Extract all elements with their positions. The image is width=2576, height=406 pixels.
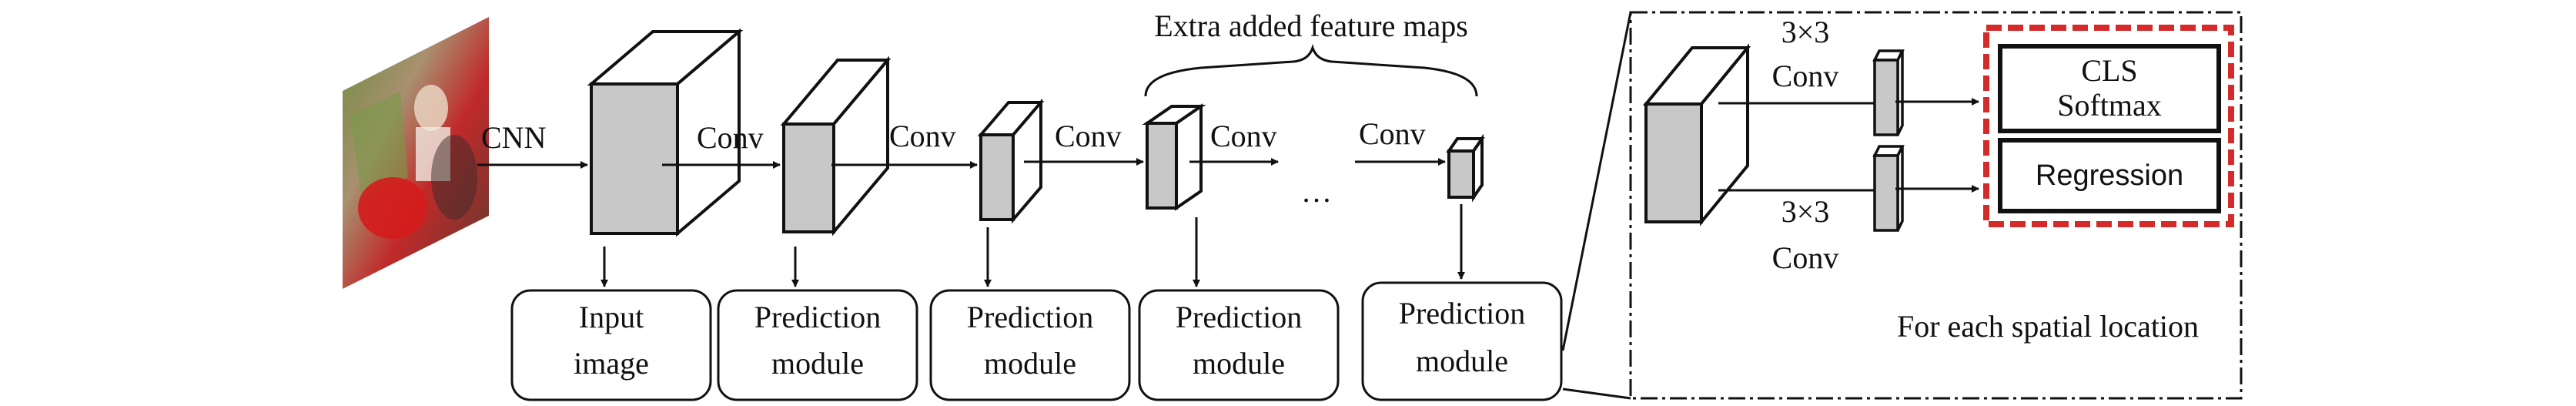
module-label-line2: module (771, 346, 864, 381)
edge-label-conv3: Conv (1055, 119, 1122, 153)
extra-maps-brace (1144, 43, 1478, 97)
edge-label-cnn: CNN (481, 120, 546, 155)
output-highlight-box (1983, 25, 2234, 227)
feature-map-1 (587, 28, 744, 237)
module-box-prediction-2: Prediction module (929, 289, 1131, 401)
feature-map-4 (1142, 103, 1206, 211)
module-label-line1: Prediction (754, 300, 881, 334)
detail-caption: For each spatial location (1897, 309, 2199, 344)
extra-maps-title: Extra added feature maps (1154, 8, 1468, 43)
detail-conv-output-top (1872, 49, 1905, 136)
module-box-input: Input image (510, 289, 712, 401)
top-conv-label: Conv (1772, 59, 1839, 93)
edge-label-conv1: Conv (697, 120, 764, 155)
bottom-conv-kernel-label: 3×3 (1781, 194, 1830, 229)
detail-panel (1629, 11, 2243, 400)
module-box-prediction-1: Prediction module (717, 289, 918, 401)
cls-label: CLS (2081, 53, 2137, 88)
module-box-prediction-4: Prediction module (1361, 281, 1563, 401)
module-label-line2: module (1416, 344, 1508, 378)
regression-label: Regression (2036, 159, 2183, 192)
module-label-line2: module (1193, 346, 1285, 381)
zoom-lines (1561, 12, 1632, 400)
module-label-line2: module (984, 346, 1076, 381)
bottom-conv-label: Conv (1772, 240, 1839, 275)
forward-arrows (477, 158, 1446, 169)
module-label-line1: Prediction (1399, 296, 1525, 331)
module-label-line1: Input (579, 300, 644, 334)
detail-conv-output-bottom (1872, 145, 1905, 232)
detail-feature-map (1642, 43, 1751, 226)
detail-branch-lines (1718, 102, 1875, 192)
module-arrows (601, 204, 1465, 287)
detail-output-arrows (1895, 98, 1979, 193)
edge-label-conv2: Conv (889, 119, 956, 153)
module-label-line2: image (574, 346, 649, 381)
ellipsis-label: … (1301, 174, 1332, 209)
edge-label-conv5: Conv (1359, 116, 1426, 151)
top-conv-kernel-label: 3×3 (1781, 15, 1830, 49)
module-box-prediction-3: Prediction module (1138, 289, 1340, 401)
feature-map-2 (780, 55, 892, 237)
softmax-label: Softmax (2057, 88, 2162, 122)
feature-map-5 (1446, 133, 1485, 203)
module-label-line1: Prediction (1176, 300, 1302, 334)
input-photo (343, 17, 489, 289)
module-label-line1: Prediction (967, 300, 1093, 334)
cls-softmax-box: CLS Softmax (1998, 44, 2221, 133)
edge-label-conv4: Conv (1210, 119, 1277, 153)
regression-box: Regression (1998, 138, 2221, 213)
